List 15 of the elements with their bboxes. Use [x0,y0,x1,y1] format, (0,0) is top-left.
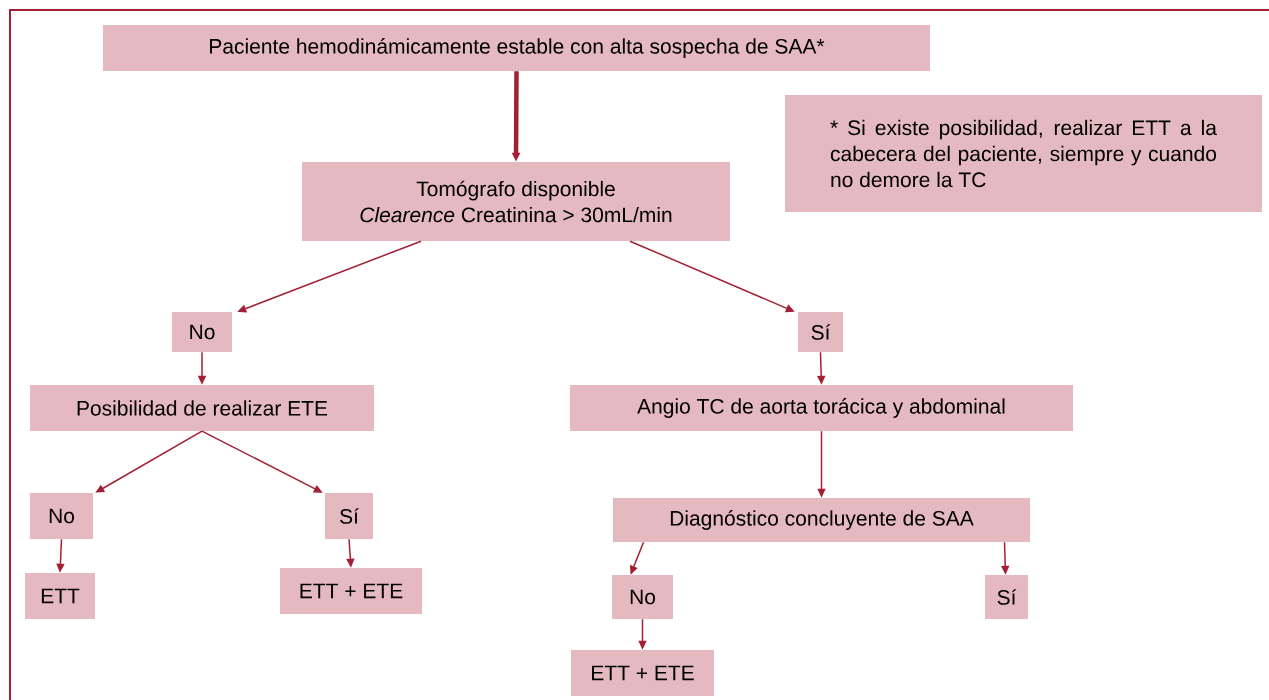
process-box: ETT [25,573,95,619]
note-box: * Si existe posibilidad, realizar ETT a la cabecera del paciente, siempre y cuando no demore la TC [785,95,1262,212]
process-box: No [612,575,673,619]
process-box: No [30,493,93,539]
process-box: Paciente hemodinámicamente estable con alta sospecha de SAA* [103,25,930,71]
process-box: Posibilidad de realizar ETE [30,385,374,431]
process-box: Sí [325,493,373,539]
process-box: Angio TC de aorta torácica y abdominal [570,385,1073,431]
process-box: ETT + ETE [571,650,714,696]
process-box: Diagnóstico concluyente de SAA [613,498,1030,542]
process-box: Sí [798,312,843,352]
process-box: Tomógrafo disponible Clearence Creatinina > 30mL/min [302,162,730,241]
process-box: No [172,312,232,352]
process-box: ETT + ETE [280,568,422,614]
process-box: Sí [985,575,1028,619]
